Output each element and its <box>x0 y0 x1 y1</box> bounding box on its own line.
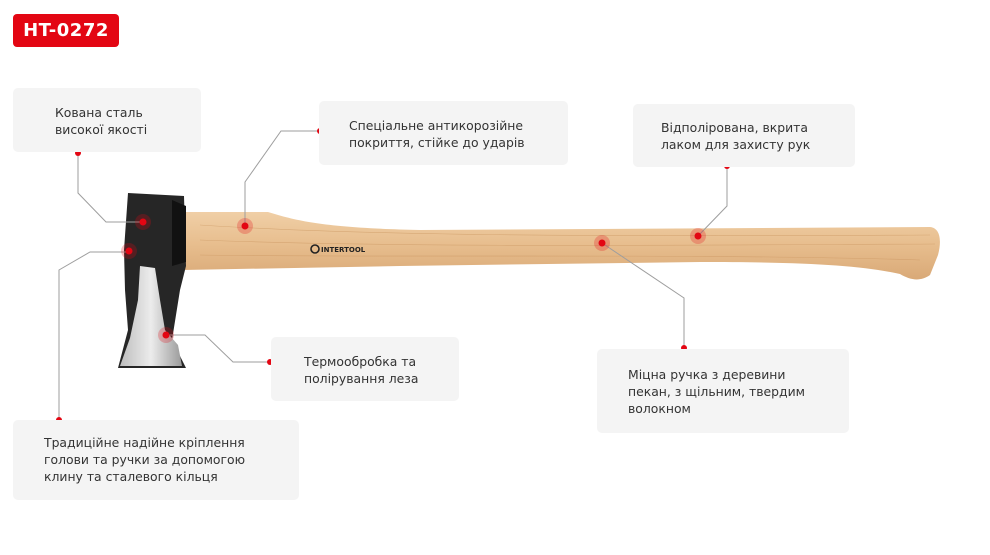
hotspot-blade <box>162 331 170 339</box>
callout-line: покриття, стійке до ударів <box>349 135 525 150</box>
callout-pecan-handle: Міцна ручка з деревини пекан, з щільним,… <box>597 349 849 433</box>
product-code-badge: HT-0272 <box>13 14 119 47</box>
brand-mark: INTERTOOL <box>321 246 366 254</box>
callout-line: Відполірована, вкрита <box>661 120 808 135</box>
callout-line: пекан, з щільним, твердим <box>628 384 805 399</box>
hotspot-polish <box>694 232 702 240</box>
callout-line: голови та ручки за допомогою <box>44 452 246 467</box>
callout-polished-handle: Відполірована, вкрита лаком для захисту … <box>633 104 855 167</box>
hotspot-coating <box>241 222 249 230</box>
hotspot-pecan <box>598 239 606 247</box>
callout-wedge-mount: Традиційне надійне кріплення голови та р… <box>13 420 299 500</box>
callout-heat-treatment: Термообробка та полірування леза <box>271 337 459 401</box>
axe-blade <box>120 266 182 366</box>
hotspots <box>121 214 706 343</box>
wooden-handle <box>183 212 940 280</box>
hotspot-wedge <box>125 247 133 255</box>
callout-forged-steel: Кована сталь високої якості <box>13 88 201 152</box>
callout-line: Кована сталь <box>55 105 143 120</box>
hotspot-head <box>139 218 147 226</box>
intertool-logo-icon <box>310 244 320 254</box>
callout-line: волокном <box>628 401 691 416</box>
callout-line: полірування леза <box>304 371 419 386</box>
callout-line: Традиційне надійне кріплення <box>44 435 245 450</box>
callout-line: Спеціальне антикорозійне <box>349 118 524 133</box>
callout-line: Термообробка та <box>304 354 417 369</box>
callout-line: клину та сталевого кільця <box>44 469 218 484</box>
callout-line: Міцна ручка з деревини <box>628 367 786 382</box>
callout-anticorrosion: Спеціальне антикорозійне покриття, стійк… <box>319 101 568 165</box>
callout-line: лаком для захисту рук <box>661 137 811 152</box>
callout-line: високої якості <box>55 122 148 137</box>
